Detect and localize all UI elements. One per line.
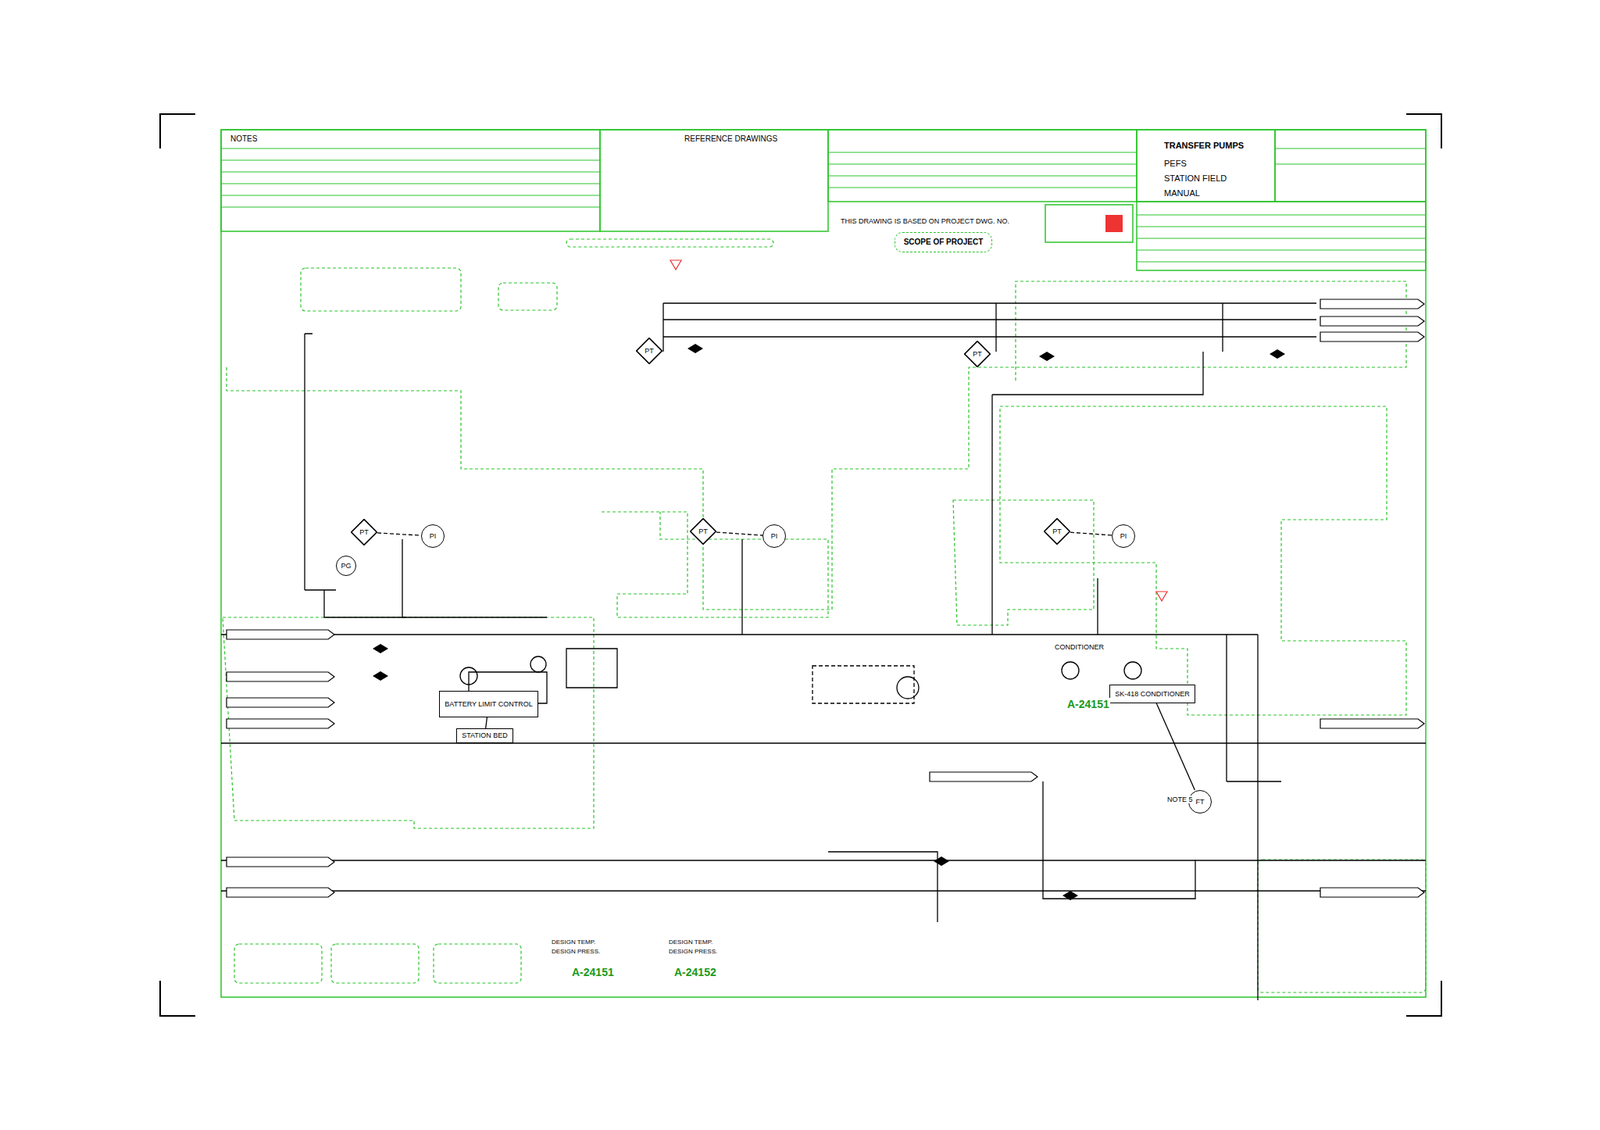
node-text: STATION BED bbox=[461, 731, 508, 740]
node-text: PT bbox=[972, 350, 983, 358]
instrument-bubble: PI bbox=[762, 524, 786, 548]
node-text: BATTERY LIMIT CONTROL bbox=[444, 700, 533, 708]
instrument-bubble: PI bbox=[421, 524, 445, 548]
node-text: SK-418 CONDITIONER bbox=[1114, 689, 1190, 698]
signal-line bbox=[716, 532, 763, 536]
drawing-label: A-24151 bbox=[571, 965, 615, 979]
drawing-label: DESIGN PRESS. bbox=[550, 947, 601, 955]
equipment-box: STATION BED bbox=[456, 728, 514, 743]
node-text: PG bbox=[340, 561, 351, 570]
instrument-diamond: PT bbox=[964, 340, 991, 368]
drawing-label: DESIGN PRESS. bbox=[667, 947, 718, 955]
signal-line bbox=[485, 717, 488, 729]
instrument-diamond: PT bbox=[1043, 517, 1071, 545]
node-text: PT bbox=[644, 346, 654, 355]
signal-line bbox=[377, 532, 422, 536]
drawing-title: TRANSFER PUMPS bbox=[1164, 140, 1244, 150]
drawing-label: THIS DRAWING IS BASED ON PROJECT DWG. NO… bbox=[839, 217, 1011, 225]
node-text: PI bbox=[1120, 532, 1128, 540]
node-text: PI bbox=[771, 532, 779, 540]
drawing-label: CONDITIONER bbox=[1053, 642, 1105, 651]
drawing-label: REFERENCE DRAWINGS bbox=[683, 134, 779, 144]
drawing-label: A-24151 bbox=[1066, 697, 1111, 711]
drawing-label: NOTES bbox=[229, 134, 258, 144]
instrument-bubble: PG bbox=[335, 555, 357, 576]
drawing-label: DESIGN TEMP. bbox=[550, 938, 597, 946]
node-text: PT bbox=[359, 528, 369, 536]
node-text: PT bbox=[698, 527, 708, 536]
equipment-box: BATTERY LIMIT CONTROL bbox=[439, 690, 539, 718]
drawing-label: PEFS bbox=[1163, 158, 1188, 169]
drawing-label: DESIGN TEMP. bbox=[667, 938, 714, 946]
drawing-label: A-24152 bbox=[673, 965, 718, 979]
node-text: PT bbox=[1052, 527, 1062, 536]
node-text: PI bbox=[429, 532, 437, 540]
instrument-bubble: PI bbox=[1111, 524, 1136, 548]
node-text: SCOPE OF PROJECT bbox=[903, 237, 984, 247]
drawing-label: NOTE 5 bbox=[1166, 795, 1194, 804]
drawing-label: MANUAL bbox=[1163, 188, 1201, 199]
signal-line bbox=[1070, 532, 1112, 536]
node-text: FT bbox=[1196, 797, 1205, 806]
instrument-diamond: PT bbox=[689, 517, 717, 545]
scope-cloud: SCOPE OF PROJECT bbox=[894, 232, 993, 253]
equipment-box: SK-418 CONDITIONER bbox=[1109, 684, 1196, 704]
signal-line bbox=[1156, 703, 1195, 790]
instrument-diamond: PT bbox=[635, 337, 663, 365]
instrument-diamond: PT bbox=[350, 518, 378, 546]
drawing-label: STATION FIELD bbox=[1163, 173, 1228, 184]
